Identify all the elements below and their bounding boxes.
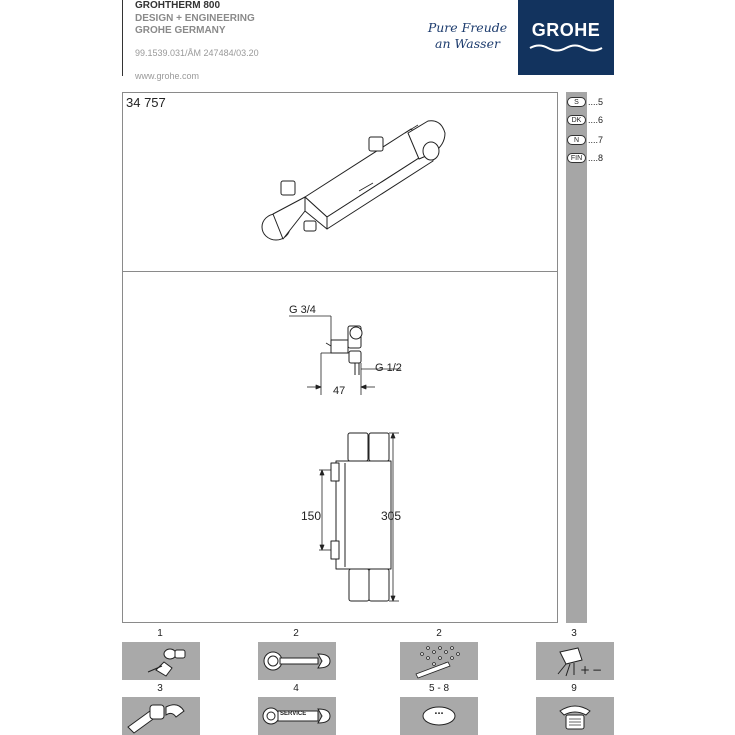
total-height-label: 305 [381,509,401,523]
header-line-design: DESIGN + ENGINEERING [135,12,255,24]
tile-number: 5 - 8 [429,683,450,694]
more-label: ... [434,705,444,717]
tile-installation[interactable] [122,642,200,680]
slogan-line-2: an Wasser [435,36,500,51]
shower-spray-icon [415,646,460,679]
side-view-drawing [330,325,363,375]
tile-more-pages[interactable]: ... [400,697,478,735]
language-page: ....5 [588,97,604,107]
tile-wrench[interactable] [258,642,336,680]
language-page: ....6 [588,115,604,125]
tile-contact[interactable] [536,697,614,735]
telephone-icon [559,705,591,730]
slogan-line-1: Pure Freude [427,20,508,35]
language-page: ....8 [588,153,604,163]
product-figure-frame: 34 757 [122,92,558,623]
model-number: 34 757 [126,95,166,110]
tile-number: 2 [436,628,442,639]
service-wrench-icon [262,707,331,725]
tile-handle-assembly[interactable] [122,697,200,735]
front-view-dimension-lines [319,432,399,602]
product-name: GROHTHERM 800 [135,0,221,11]
tile-number: 2 [293,628,299,639]
slogan: Pure Freude an Wasser [420,20,515,52]
figure-divider [123,271,557,272]
tile-number: 3 [571,628,577,639]
tile-service[interactable]: SERVICE [258,697,336,735]
brand-logo: GROHE [518,0,614,75]
outlet-thread-label: G 1/2 [375,362,402,374]
service-label: SERVICE [280,711,307,717]
inlet-spacing-label: 150 [301,509,321,523]
logo-wave-icon [529,44,603,52]
logo-wordmark: GROHE [531,20,601,40]
technical-drawing: G 3/4 G 1/2 47 150 305 [261,120,446,602]
language-code: FIN [567,153,586,163]
language-page: ....7 [588,135,604,145]
tile-number: 9 [571,683,577,694]
language-entry-swedish[interactable]: S ....5 [567,96,627,108]
inlet-thread-label: G 3/4 [289,304,316,316]
language-entry-danish[interactable]: DK ....6 [567,114,627,126]
tile-temperature[interactable]: + − [536,642,614,680]
tile-number: 4 [293,683,299,694]
header-line-germany: GROHE GERMANY [135,25,226,36]
language-entry-norwegian[interactable]: N ....7 [567,134,627,146]
tile-number: 1 [157,628,163,639]
wrench-icon [263,651,331,671]
front-view-drawing [330,432,392,602]
more-icon [422,706,456,726]
thermostat-isometric-illustration [261,120,446,241]
svg-text:+: + [580,663,590,677]
depth-dimension-label: 47 [333,385,345,397]
svg-text:−: − [592,663,602,677]
language-code: N [567,135,586,145]
side-view-dimension-lines [289,315,401,395]
language-side-bar [566,92,587,623]
install-fitting-icon [147,648,186,677]
temperature-adjust-icon: + − [557,647,602,677]
tile-number: 3 [157,683,163,694]
language-code: S [567,97,586,107]
document-code: 99.1539.031/ÅM 247484/03.20 [135,47,259,58]
language-code: DK [567,115,586,125]
header-text-block: GROHTHERM 800 DESIGN + ENGINEERING GROHE… [122,0,342,81]
handle-assembly-icon [127,704,185,734]
language-entry-finnish[interactable]: FIN ....8 [567,152,627,164]
website-link[interactable]: www.grohe.com [135,71,200,81]
tile-shower-spray[interactable] [400,642,478,680]
